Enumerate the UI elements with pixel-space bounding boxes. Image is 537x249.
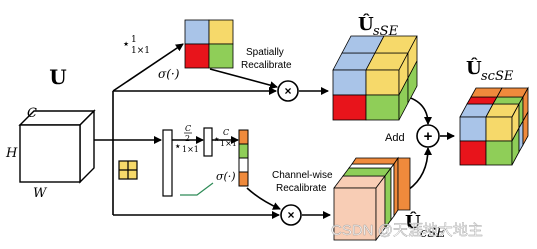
channel-conv1-symbol: ⋆ [174,139,182,153]
scse-output-symbol: Û [466,56,482,79]
add-label: Add [385,132,405,144]
sse-output-symbol: Û [358,12,374,35]
activation-sketch [180,182,214,196]
spatial-recalibrate-label-1: Spatially [246,47,284,58]
input-label-u: U [49,65,66,89]
spatial-multiply-symbol: × [284,84,291,98]
global-pool-icon [118,160,138,180]
channel-conv1-size: 1×1 [182,145,199,154]
spatial-sigmoid: σ(·) [158,67,180,81]
scse-output-cube [459,86,529,166]
sse-output-subscript: sSE [373,24,399,39]
spatial-recalibrate-label-2: Recalibrate [241,60,292,71]
scse-output-label: Û scSE [466,56,514,84]
add-node: + [416,124,440,148]
pooled-vector [162,129,173,197]
input-tensor-cube [18,109,96,184]
cse-output-label: Û cSE [405,210,446,241]
watermark: CSDN @天涯地大地主 [331,222,483,239]
input-dim-w: W [33,186,48,201]
spatial-conv-size: 1×1 [131,46,150,56]
input-dim-c: C [27,106,37,121]
channel-conv2-symbol: ⋆ [213,132,221,146]
cse-output-symbol: Û [405,210,421,233]
input-dim-h: H [5,146,18,161]
sse-output-label: Û sSE [358,12,399,39]
channel-recalibrate-label-1: Channel-wise [272,170,333,181]
scse-output-subscript: scSE [481,69,514,84]
channel-conv1-den: 2 [185,134,190,143]
channel-conv2-size: 1×1 [220,139,237,148]
cse-output-cube [333,156,411,242]
spatial-multiply-node: × [277,80,299,102]
channel-multiply-node: × [280,204,302,226]
spatial-conv-symbol: ⋆ [122,37,130,52]
channel-attention-vector [238,129,249,187]
channel-sigmoid: σ(·) [216,170,236,183]
cse-output-subscript: cSE [420,226,446,241]
spatial-conv-channels: 1 [131,35,137,45]
channel-conv1-num: C [185,124,191,133]
sse-output-cube [332,35,418,121]
channel-multiply-symbol: × [287,208,294,222]
spatial-attention-map [184,19,234,69]
squeezed-vector [203,127,213,157]
add-symbol: + [424,128,433,145]
connector-lines [94,43,455,219]
channel-recalibrate-label-2: Recalibrate [276,183,327,194]
channel-conv2-channels: C [223,128,229,137]
